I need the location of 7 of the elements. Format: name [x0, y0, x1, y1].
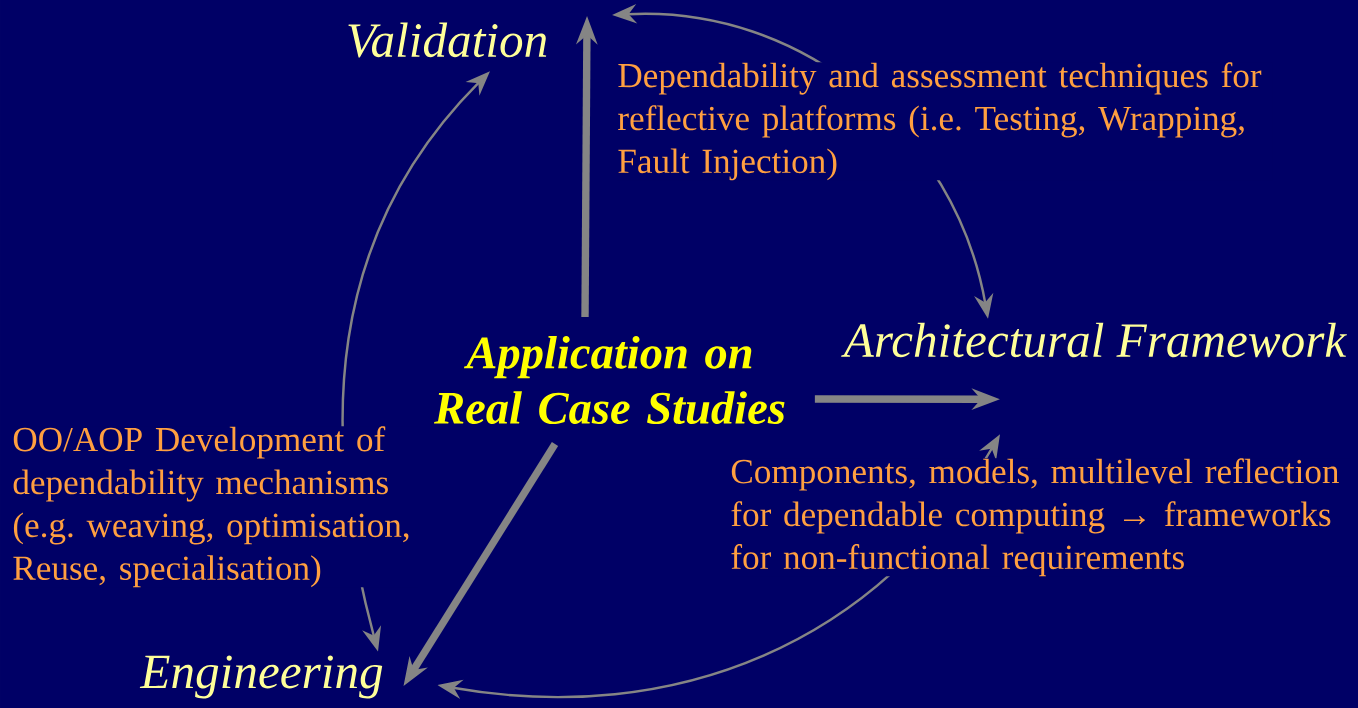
node-label: Application on Real Case Studies — [434, 335, 785, 425]
annotation-text: OO/AOP Development of dependability mechanisms (e.g. weaving, optimisation, Reuse, specialisation) — [12, 426, 418, 588]
node-label: Architectural Framework — [841, 322, 1347, 358]
annotation-text: Dependability and assessment techniques for reflective platforms (i.e. Testing, Wrapping, Fault Injection) — [617, 62, 1273, 181]
node-label: Validation — [348, 22, 547, 58]
node-label: Engineering — [139, 655, 383, 699]
annotation-text: Components, models, multilevel reflection for dependable computing → frameworks for non-functional requirements — [730, 458, 1351, 577]
